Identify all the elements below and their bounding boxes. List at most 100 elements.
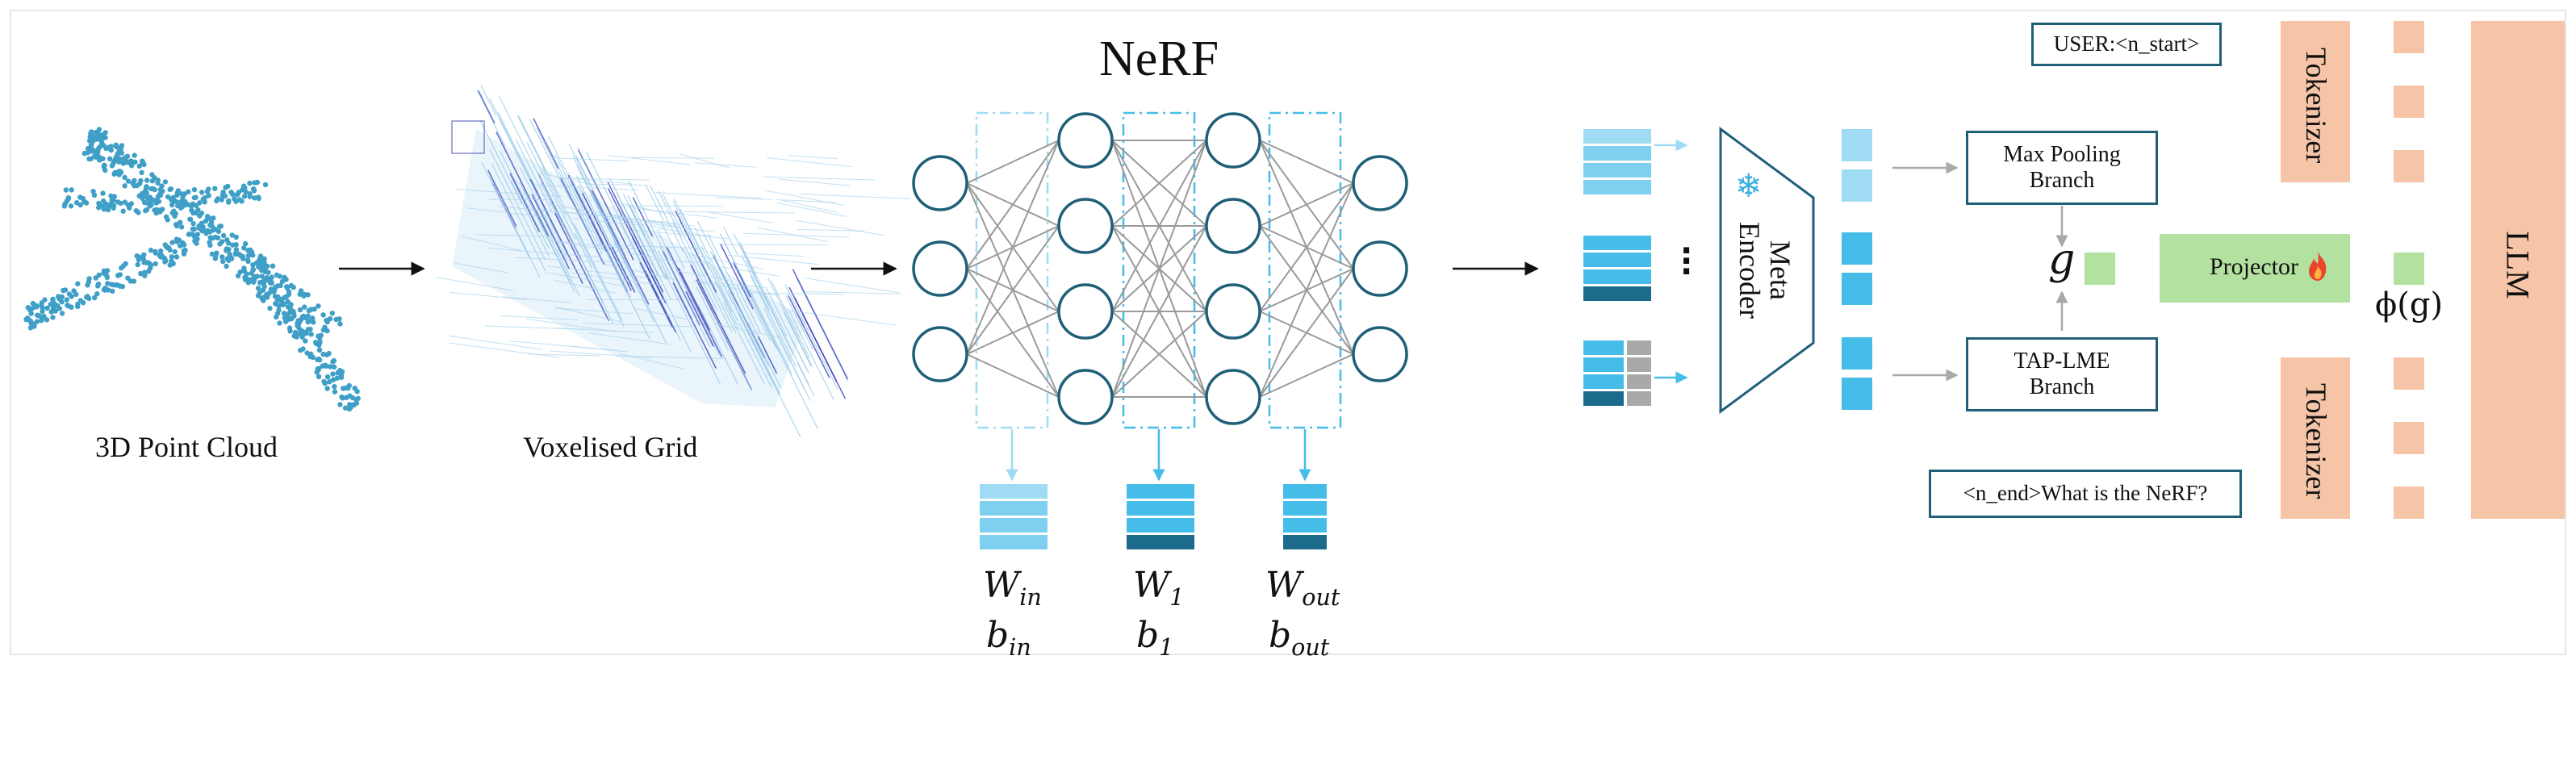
- voxel-line: [707, 233, 738, 294]
- point: [140, 256, 146, 261]
- point: [172, 248, 178, 255]
- weight-stack-row: [980, 535, 1048, 549]
- point: [287, 306, 294, 312]
- voxel-line: [631, 307, 687, 320]
- nerf-node: [1057, 283, 1114, 340]
- voxel-line: [692, 281, 767, 288]
- voxel-line: [694, 228, 733, 303]
- point: [56, 294, 61, 299]
- voxel-line: [658, 250, 693, 320]
- voxel-line: [664, 246, 720, 355]
- nerf-edge: [966, 140, 1060, 269]
- voxel-line: [776, 202, 847, 217]
- voxel-line: [554, 279, 616, 294]
- voxel-line: [509, 173, 541, 232]
- input-stack-row-gray: [1627, 357, 1651, 372]
- voxel-line: [554, 212, 610, 322]
- point: [251, 188, 257, 194]
- voxel-line: [607, 155, 692, 165]
- nerf-edges: [966, 140, 1354, 398]
- point: [86, 138, 93, 144]
- point: [324, 317, 329, 324]
- voxel-line: [487, 169, 517, 228]
- point: [153, 248, 158, 254]
- point: [241, 268, 247, 274]
- voxel-line: [542, 168, 567, 217]
- point: [190, 210, 196, 215]
- nerf-title: NeRF: [1099, 31, 1219, 86]
- voxel-line: [741, 254, 770, 311]
- point: [332, 384, 337, 390]
- voxel-line: [732, 261, 751, 298]
- point: [354, 389, 360, 395]
- voxel-line: [620, 203, 680, 217]
- voxel-line: [713, 312, 753, 391]
- point: [255, 293, 261, 299]
- point: [107, 156, 113, 162]
- point: [250, 267, 257, 273]
- voxel-line: [477, 90, 496, 124]
- voxel-line: [776, 334, 811, 402]
- point: [257, 253, 264, 259]
- point: [128, 161, 134, 166]
- voxel-line: [659, 246, 711, 348]
- voxel-line: [744, 292, 845, 295]
- voxel-line: [805, 278, 900, 294]
- point: [27, 325, 34, 331]
- point: [202, 199, 207, 205]
- weight-symbol: W: [1133, 565, 1170, 606]
- nerf-node: [912, 155, 968, 211]
- weight-label-b: b1: [1136, 615, 1173, 661]
- weight-label-w: Win: [983, 565, 1042, 611]
- point: [165, 244, 172, 251]
- encoder-output-tokens: [1842, 129, 1872, 410]
- point: [216, 223, 223, 229]
- encoder-output-token: [1842, 337, 1872, 370]
- point: [247, 191, 253, 197]
- voxel-line: [527, 353, 601, 357]
- max-pooling-branch-box: Max Pooling Branch: [1966, 131, 2158, 205]
- voxel-line: [700, 245, 720, 282]
- point: [235, 273, 241, 278]
- encoder-input-tokens: [1583, 129, 1688, 406]
- voxel-line: [788, 294, 830, 378]
- point: [132, 152, 137, 158]
- point: [89, 142, 94, 148]
- point: [339, 394, 345, 400]
- voxel-line: [750, 275, 797, 368]
- point: [116, 172, 122, 178]
- point: [96, 154, 102, 160]
- voxel-line: [585, 183, 648, 186]
- tokenizer-bottom-block: [2281, 357, 2350, 519]
- voxel-line: [529, 119, 571, 201]
- point: [150, 186, 156, 192]
- point: [136, 163, 142, 169]
- point: [257, 259, 263, 265]
- point: [206, 193, 211, 198]
- point: [334, 375, 340, 381]
- voxel-line: [517, 115, 546, 173]
- weight-symbol: W: [983, 565, 1020, 606]
- point: [324, 374, 331, 380]
- voxel-line: [696, 286, 729, 351]
- voxel-line: [652, 259, 710, 264]
- voxel-line: [577, 149, 634, 261]
- point: [102, 130, 108, 136]
- input-stack-row-gray: [1627, 340, 1651, 355]
- point: [119, 283, 126, 290]
- weight-subscript: out: [1302, 583, 1340, 611]
- voxel-line: [500, 315, 579, 321]
- point: [93, 275, 98, 281]
- point: [27, 318, 34, 324]
- weight-stack-row: [1283, 501, 1327, 516]
- point: [105, 281, 111, 286]
- voxel-line: [783, 311, 812, 367]
- point: [311, 320, 316, 325]
- point: [115, 199, 121, 205]
- point: [128, 278, 134, 284]
- nerf-edge: [966, 140, 1060, 355]
- voxel-line: [502, 296, 572, 303]
- point: [83, 294, 90, 300]
- voxel-line: [627, 195, 671, 280]
- weight-label-w: W1: [1133, 565, 1184, 611]
